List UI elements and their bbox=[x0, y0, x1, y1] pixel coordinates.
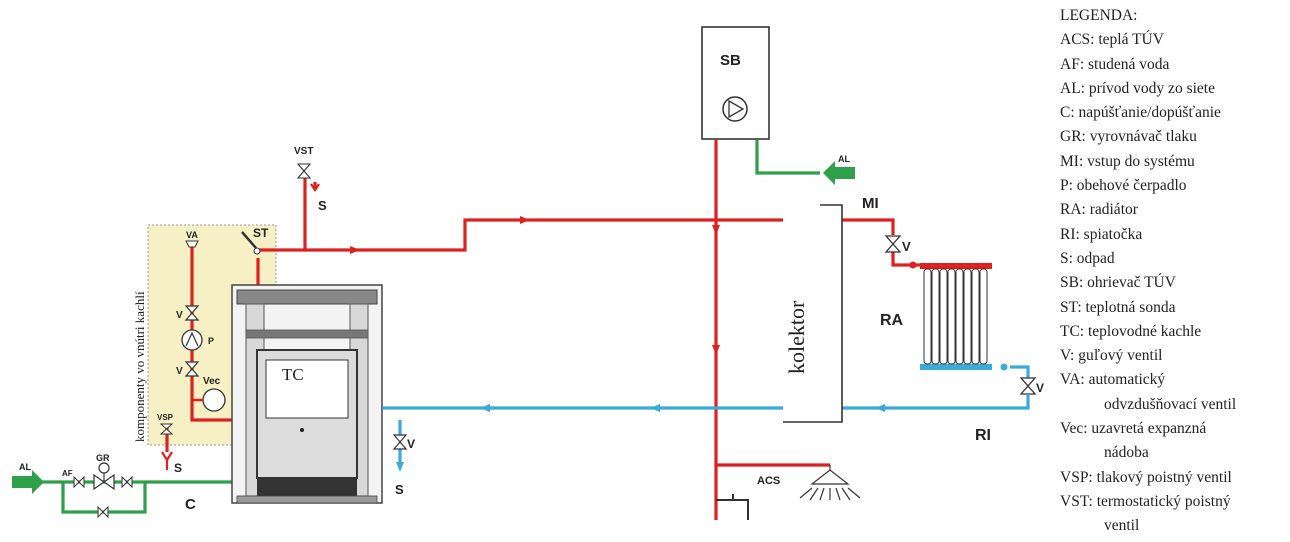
legend-item: RA: radiátor bbox=[1060, 201, 1138, 219]
legend-item: S: odpad bbox=[1060, 249, 1115, 267]
heating-schematic: SB AL MI kolektor RA V V RI ACS bbox=[12, 26, 1044, 520]
s-vsp-label: S bbox=[174, 461, 182, 475]
return-pipes bbox=[383, 365, 1030, 465]
legend-item: C: napúšťanie/dopúšťanie bbox=[1060, 104, 1221, 122]
vec-label: Vec bbox=[203, 376, 221, 387]
ri-label: RI bbox=[975, 427, 991, 444]
stove bbox=[231, 284, 383, 504]
legend-item-continued: ventil bbox=[1104, 517, 1140, 535]
sb-pump-triangle bbox=[728, 99, 745, 119]
gr-label: GR bbox=[96, 453, 110, 463]
sb-boiler bbox=[701, 26, 770, 140]
v-box1-label: V bbox=[176, 310, 183, 321]
st-probe-tip bbox=[253, 247, 261, 255]
box-caption: komponenty vo vnútri kachlí bbox=[132, 291, 147, 442]
al-top-label: AL bbox=[838, 154, 850, 164]
va-label: VA bbox=[186, 230, 198, 240]
legend-item: MI: vstup do systému bbox=[1060, 152, 1195, 170]
acs-label: ACS bbox=[757, 475, 780, 487]
gr-pressure-reducer-icon bbox=[93, 462, 115, 491]
radiator-outlet-icon bbox=[1000, 363, 1008, 371]
vsp-drain-icon bbox=[161, 451, 173, 470]
vst-valve-icon bbox=[296, 163, 312, 179]
st-label: ST bbox=[253, 226, 269, 240]
tap-icon bbox=[716, 494, 749, 520]
st-probe-icon bbox=[241, 231, 257, 249]
vsp-valve-icon bbox=[159, 423, 174, 435]
legend-item: P: obehové čerpadlo bbox=[1060, 177, 1187, 195]
tc-label: TC bbox=[282, 365, 304, 384]
vec-vessel-icon bbox=[202, 388, 226, 412]
kolektor bbox=[783, 205, 842, 422]
v-ret-label: V bbox=[407, 437, 415, 451]
legend-item-continued: odvzdušňovací ventil bbox=[1104, 395, 1237, 413]
vst-label: VST bbox=[294, 146, 313, 157]
vsp-label: VSP bbox=[157, 413, 174, 422]
legend-title: LEGENDA: bbox=[1060, 7, 1138, 24]
shower-icon bbox=[799, 465, 861, 501]
s-vst-label: S bbox=[318, 198, 327, 213]
ra-label: RA bbox=[880, 312, 904, 329]
pump-triangle bbox=[185, 331, 199, 347]
valve-ri-icon bbox=[1019, 377, 1037, 395]
legend-item: AL: prívod vody zo siete bbox=[1060, 79, 1215, 97]
kolektor-outline bbox=[783, 204, 843, 423]
return-flow-arrows bbox=[396, 404, 885, 472]
legend-item: VST: termostatický poistný bbox=[1060, 492, 1231, 510]
valve-box1-icon bbox=[184, 305, 200, 321]
legend-item: ST: teplotná sonda bbox=[1060, 298, 1176, 316]
legend-item: Vec: uzavretá expanzná bbox=[1060, 420, 1207, 438]
af-label: AF bbox=[62, 469, 73, 478]
va-vent-icon bbox=[185, 240, 199, 248]
inlet-valves-icon bbox=[73, 475, 133, 519]
al-left-label: AL bbox=[19, 462, 31, 472]
legend-item: ACS: teplá TÚV bbox=[1060, 31, 1164, 49]
legend-item: RI: spiatočka bbox=[1060, 225, 1143, 243]
mi-label: MI bbox=[862, 195, 879, 212]
legend-item: TC: teplovodné kachle bbox=[1060, 322, 1202, 340]
valve-return-icon bbox=[392, 434, 408, 450]
legend-item: VA: automatický bbox=[1060, 371, 1166, 389]
c-label: C bbox=[185, 496, 196, 513]
vst-drain-icon bbox=[310, 183, 320, 192]
legend-item: GR: vyrovnávač tlaku bbox=[1060, 128, 1197, 146]
legend-item: V: guľový ventil bbox=[1060, 347, 1163, 365]
sb-label: SB bbox=[720, 52, 741, 69]
v-mi-label: V bbox=[902, 239, 911, 254]
radiator-inlet-icon bbox=[909, 261, 917, 269]
legend-item: AF: studená voda bbox=[1060, 55, 1170, 73]
v-box2-label: V bbox=[176, 366, 183, 377]
v-ri-label: V bbox=[1036, 381, 1044, 395]
s-ret-label: S bbox=[395, 482, 404, 497]
kolektor-label: kolektor bbox=[784, 300, 809, 374]
valve-mi-icon bbox=[884, 235, 902, 253]
valve-box2-icon bbox=[184, 361, 200, 377]
cold-flow-arrows bbox=[12, 161, 855, 494]
radiator bbox=[920, 263, 992, 370]
p-label: P bbox=[208, 336, 214, 346]
hot-flow-arrows bbox=[350, 216, 720, 355]
legend-item-continued: nádoba bbox=[1104, 444, 1149, 462]
legend-item: SB: ohrievač TÚV bbox=[1060, 274, 1176, 292]
legend-item: VSP: tlakový poistný ventil bbox=[1060, 468, 1232, 486]
